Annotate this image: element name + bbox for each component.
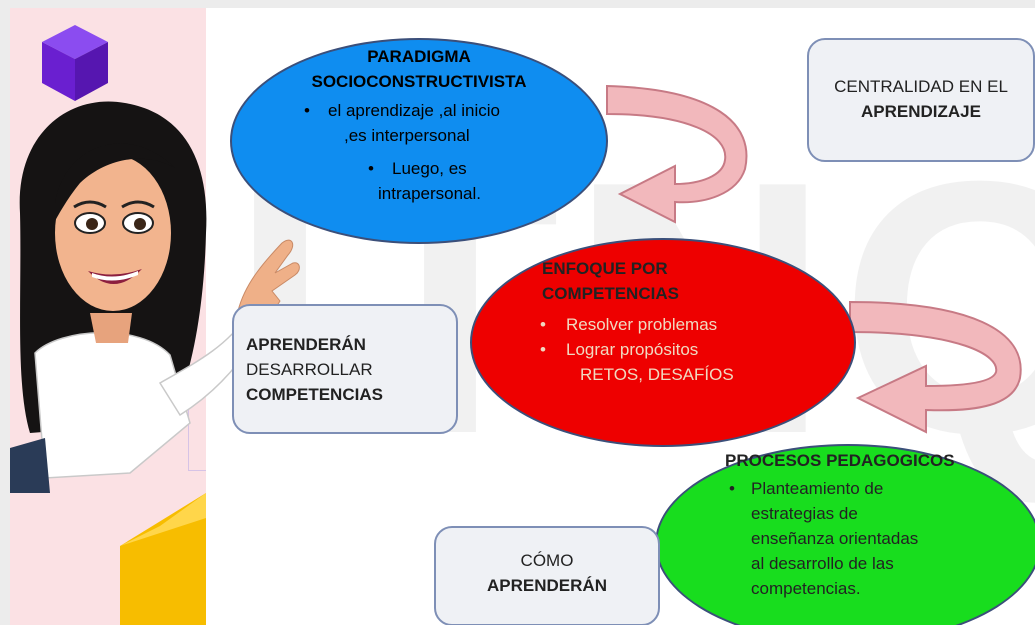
paradigm-bullet: •Luego, es intrapersonal. [368,156,568,206]
enfoque-bullets: •Resolver problemas •Lograr propósitos R… [540,312,820,387]
purple-cube-icon [42,25,108,101]
procesos-bullet-line: competencias. [751,579,861,598]
procesos-bullet-line: al desarrollo de las [751,554,894,573]
aprenderan-card: APRENDERÁN DESARROLLAR COMPETENCIAS [232,304,458,434]
paradigm-title-line: PARADIGMA [367,47,471,66]
enfoque-title-line: COMPETENCIAS [542,284,679,303]
paradigm-bullet-text: el aprendizaje ,al inicio [328,101,500,120]
paradigm-title: PARADIGMA SOCIOCONSTRUCTIVISTA [232,44,606,94]
como-line: APRENDERÁN [487,576,607,595]
procesos-ellipse: PROCESOS PEDAGOGICOS •Planteamiento de e… [655,444,1035,625]
procesos-bullet-line: estrategias de [751,504,858,523]
aprenderan-line: APRENDERÁN [246,335,366,354]
frame-line [188,470,206,471]
enfoque-title: ENFOQUE POR COMPETENCIAS [542,256,679,306]
procesos-bullet-line: enseñanza orientadas [751,529,919,548]
procesos-bullet-line: Planteamiento de [751,479,884,498]
aprenderan-line: DESARROLLAR [246,360,373,379]
como-line: CÓMO [520,551,574,570]
enfoque-title-line: ENFOQUE POR [542,259,668,278]
enfoque-ellipse: ENFOQUE POR COMPETENCIAS •Resolver probl… [470,238,856,447]
paradigm-bullet: •el aprendizaje ,al inicio ,es interpers… [304,98,594,148]
centralidad-line: APRENDIZAJE [861,102,981,121]
centralidad-card: CENTRALIDAD EN EL APRENDIZAJE [807,38,1035,162]
paradigm-bullet-text: intrapersonal. [378,184,482,203]
procesos-title: PROCESOS PEDAGOGICOS [725,451,955,470]
paradigm-bullet-text: Luego, es [392,159,467,178]
como-card: CÓMO APRENDERÁN [434,526,660,625]
procesos-bullet: •Planteamiento de estrategias de enseñan… [729,476,1029,601]
paradigm-ellipse: PARADIGMA SOCIOCONSTRUCTIVISTA •el apren… [230,38,608,244]
centralidad-line: CENTRALIDAD EN EL [834,77,1008,96]
paradigm-bullet-text: ,es interpersonal [344,126,470,145]
paradigm-title-line: SOCIOCONSTRUCTIVISTA [311,72,527,91]
slide-canvas: ITNQ [10,8,1035,625]
enfoque-bullet-text: Lograr propósitos [566,340,699,359]
yellow-hexagon-icon [120,493,206,625]
curved-arrow-icon [849,300,1022,434]
enfoque-bullet-text: Resolver problemas [566,315,718,334]
character-illustration [10,101,300,493]
aprenderan-line: COMPETENCIAS [246,385,383,404]
enfoque-extra-line: RETOS, DESAFÍOS [580,365,734,384]
curved-arrow-icon [606,84,748,224]
